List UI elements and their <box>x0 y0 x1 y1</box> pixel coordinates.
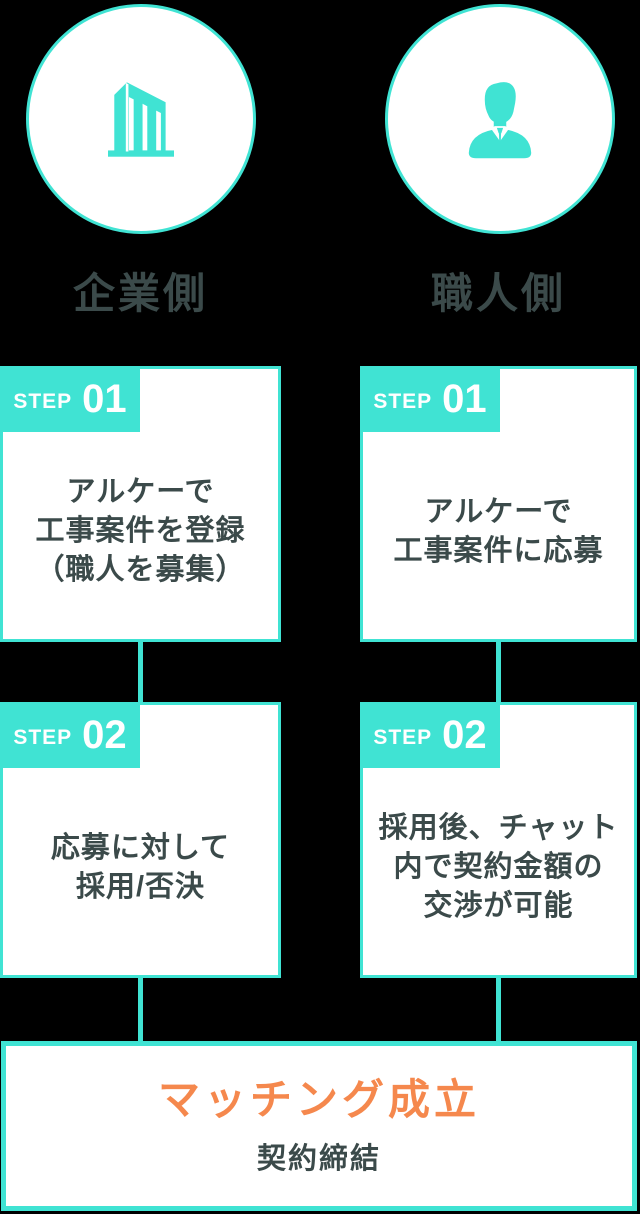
company-step2-text: 応募に対して 採用/否決 <box>3 705 278 975</box>
worker-step2-text: 採用後、チャット 内で契約金額の 交渉が可能 <box>363 705 634 975</box>
step-text-line: 応募に対して <box>50 831 231 864</box>
step-text-line: 採用後、チャット <box>378 812 619 844</box>
step-text-line: アルケーで <box>66 476 215 508</box>
step-tag-number: 02 <box>82 712 127 757</box>
step-text-line: アルケーで <box>424 495 573 528</box>
worker-step2-tag: STEP 02 <box>360 702 500 768</box>
result-card: マッチング成立 契約締結 <box>1 1041 637 1211</box>
worker-step1-tag: STEP 01 <box>360 366 500 432</box>
step-text-line: 採用/否決 <box>75 870 206 903</box>
step-tag-word: STEP <box>373 726 433 749</box>
step-text-line: 工事案件に応募 <box>393 534 604 567</box>
connector-worker-step2-result <box>496 974 501 1044</box>
step-tag-number: 01 <box>82 376 127 421</box>
company-step1-text: アルケーで 工事案件を登録 （職人を募集） <box>3 369 278 639</box>
company-step1-tag: STEP 01 <box>0 366 140 432</box>
worker-step1-text: アルケーで 工事案件に応募 <box>363 369 634 639</box>
step-tag-word: STEP <box>373 390 433 413</box>
result-title: マッチング成立 <box>157 1075 480 1123</box>
step-tag-number: 01 <box>442 376 487 421</box>
company-step1-card: STEP 01 アルケーで 工事案件を登録 （職人を募集） <box>0 366 281 642</box>
step-text-line: 交渉が可能 <box>423 890 574 922</box>
step-text-line: 工事案件を登録 <box>35 515 246 547</box>
connector-company-step2-result <box>138 974 143 1044</box>
worker-label: 職人側 <box>430 270 566 317</box>
step-tag-word: STEP <box>13 726 73 749</box>
company-step2-card: STEP 02 応募に対して 採用/否決 <box>0 702 281 978</box>
step-tag-number: 02 <box>442 712 487 757</box>
connector-worker-step1-step2 <box>496 638 501 706</box>
building-icon <box>108 82 174 157</box>
step-tag-word: STEP <box>13 390 73 413</box>
company-avatar-circle <box>26 4 256 234</box>
company-label: 企業側 <box>72 270 208 317</box>
worker-icon <box>468 82 532 159</box>
worker-step2-card: STEP 02 採用後、チャット 内で契約金額の 交渉が可能 <box>360 702 637 978</box>
worker-avatar-circle <box>385 4 615 234</box>
step-text-line: （職人を募集） <box>35 554 246 586</box>
step-text-line: 内で契約金額の <box>393 851 604 883</box>
connector-company-step1-step2 <box>138 638 143 706</box>
result-subtitle: 契約締結 <box>256 1142 381 1175</box>
company-step2-tag: STEP 02 <box>0 702 140 768</box>
worker-step1-card: STEP 01 アルケーで 工事案件に応募 <box>360 366 637 642</box>
